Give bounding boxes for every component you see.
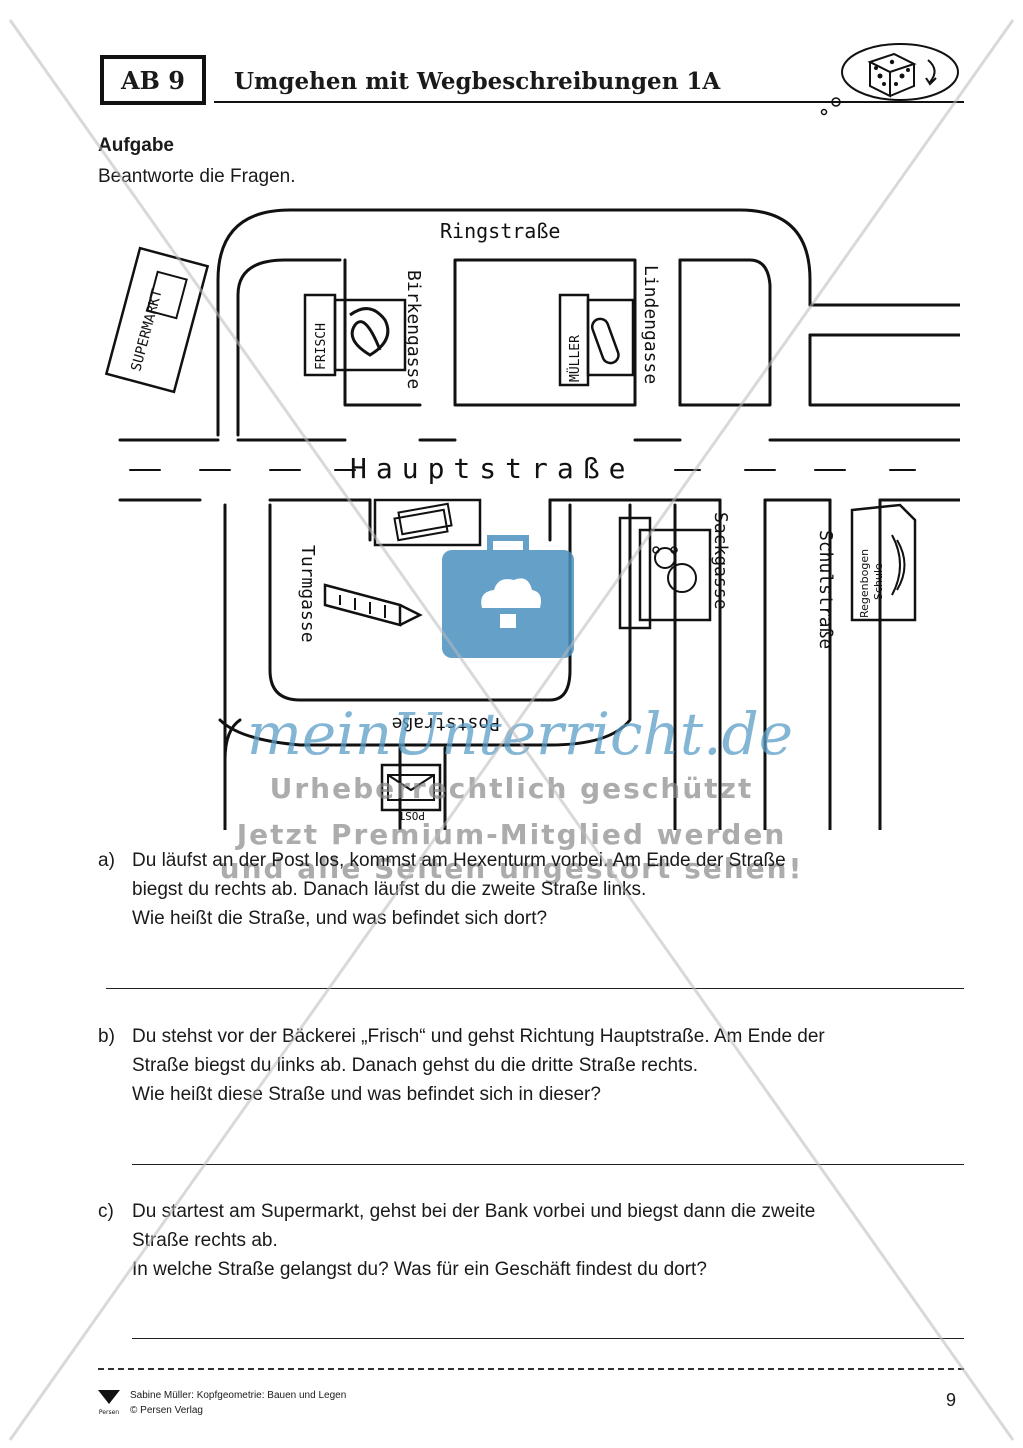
school-label-line1: Regenbogen	[858, 549, 871, 618]
question-letter: b)	[98, 1026, 115, 1047]
watermark-site: meinUnterricht.de	[246, 700, 794, 768]
dice-thought-bubble-icon	[820, 43, 959, 116]
street-birkengasse: Birkengasse	[403, 270, 424, 389]
question-line: Du läufst an der Post los, kommst am Hex…	[132, 850, 786, 871]
task-heading: Aufgabe	[98, 135, 174, 156]
street-schulstrasse: Schulstraße	[815, 530, 836, 649]
question-line: Straße biegst du links ab. Danach gehst …	[132, 1055, 699, 1076]
question-letter: a)	[98, 850, 115, 871]
supermarket-label: SUPERMARKT	[128, 287, 165, 373]
footer-copyright: © Persen Verlag	[130, 1405, 203, 1416]
question-line: Wie heißt die Straße, und was befindet s…	[132, 908, 548, 929]
watermark-briefcase-icon	[442, 535, 574, 658]
task-instruction: Beantworte die Fragen.	[98, 166, 296, 187]
question-line: Du stehst vor der Bäckerei „Frisch“ und …	[132, 1026, 825, 1047]
toy-shop	[618, 516, 712, 630]
answer-line-c[interactable]	[132, 1338, 964, 1339]
school-label-line2: Schule	[872, 563, 885, 600]
footer-source: Sabine Müller: Kopfgeometrie: Bauen und …	[130, 1390, 347, 1401]
bakery-frisch: FRISCH	[303, 293, 407, 377]
question-letter: c)	[98, 1201, 114, 1222]
svg-text:Persen: Persen	[99, 1409, 119, 1416]
ring-road-outer	[216, 208, 812, 437]
rainbow-icon	[891, 534, 906, 596]
page-number: 9	[946, 1390, 957, 1410]
page-title: Umgehen mit Wegbeschreibungen 1A	[234, 68, 721, 95]
sheet-label: AB 9	[121, 65, 185, 95]
pretzel-icon	[349, 307, 390, 357]
question-c: c) Du startest am Supermarkt, gehst bei …	[98, 1197, 815, 1284]
question-a: a) Du läufst an der Post los, kommst am …	[98, 846, 786, 933]
question-line: biegst du rechts ab. Danach läufst du di…	[132, 879, 647, 900]
street-ringstrasse: Ringstraße	[440, 219, 560, 243]
street-sackgasse: Sackgasse	[710, 512, 731, 610]
street-hauptstrasse: Hauptstraße	[350, 452, 634, 485]
answer-line-b[interactable]	[132, 1164, 964, 1165]
tower-icon	[323, 583, 423, 627]
sausage-icon	[590, 317, 620, 365]
school-building: Regenbogen Schule	[850, 503, 917, 622]
footer-rule	[98, 1368, 964, 1370]
answer-line-a[interactable]	[106, 988, 964, 989]
street-turmgasse: Turmgasse	[297, 545, 318, 643]
question-line: Du startest am Supermarkt, gehst bei der…	[132, 1201, 816, 1222]
supermarket-building: SUPERMARKT	[104, 246, 210, 394]
question-line: Straße rechts ab.	[132, 1230, 278, 1251]
question-line: In welche Straße gelangst du? Was für ei…	[132, 1259, 707, 1280]
street-lindengasse: Lindengasse	[640, 265, 661, 384]
frisch-label: FRISCH	[314, 323, 329, 370]
question-b: b) Du stehst vor der Bäckerei „Frisch“ u…	[98, 1022, 825, 1109]
butcher-mueller: MÜLLER	[558, 293, 635, 387]
publisher-logo-icon: Persen	[98, 1390, 120, 1416]
mueller-label: MÜLLER	[566, 335, 583, 382]
sheet-label-box: AB 9	[100, 55, 206, 105]
question-line: Wie heißt diese Straße und was befindet …	[132, 1084, 601, 1105]
watermark-copyright: Urheberrechtlich geschützt	[269, 772, 754, 805]
